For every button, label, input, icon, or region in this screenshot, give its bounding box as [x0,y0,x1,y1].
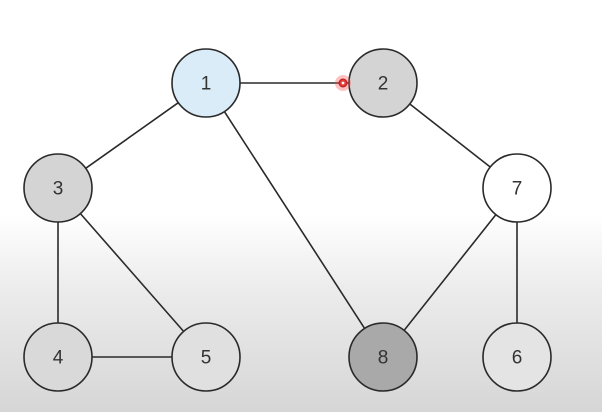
node-label-3: 3 [53,179,64,200]
node-circle-8[interactable] [348,322,418,392]
node-1[interactable]: 1 [171,48,241,118]
node-7[interactable]: 7 [482,153,552,223]
node-circle-7[interactable] [482,153,552,223]
node-circle-6[interactable] [482,322,552,392]
edges-layer [57,82,518,358]
edge-7-8 [403,213,497,332]
node-2[interactable]: 2 [348,48,418,118]
node-label-2: 2 [378,74,389,95]
node-circle-1[interactable] [171,48,241,118]
mouse-cursor-indicator [335,75,351,91]
edge-2-7 [408,103,492,168]
cursor-center [341,81,345,85]
node-circle-3[interactable] [23,153,93,223]
node-label-1: 1 [201,74,212,95]
edge-3-5 [79,212,185,333]
node-3[interactable]: 3 [23,153,93,223]
node-4[interactable]: 4 [23,322,93,392]
node-8[interactable]: 8 [348,322,418,392]
node-5[interactable]: 5 [171,322,241,392]
node-circle-5[interactable] [171,322,241,392]
node-label-8: 8 [378,348,389,369]
node-label-7: 7 [512,179,523,200]
node-circle-4[interactable] [23,322,93,392]
nodes-layer: 1 2 3 4 5 6 7 8 [23,48,552,392]
edge-1-8 [223,110,366,330]
node-label-6: 6 [512,348,523,369]
edge-1-3 [84,101,180,170]
node-label-4: 4 [53,348,64,369]
node-circle-2[interactable] [348,48,418,118]
node-label-5: 5 [201,348,212,369]
node-6[interactable]: 6 [482,322,552,392]
